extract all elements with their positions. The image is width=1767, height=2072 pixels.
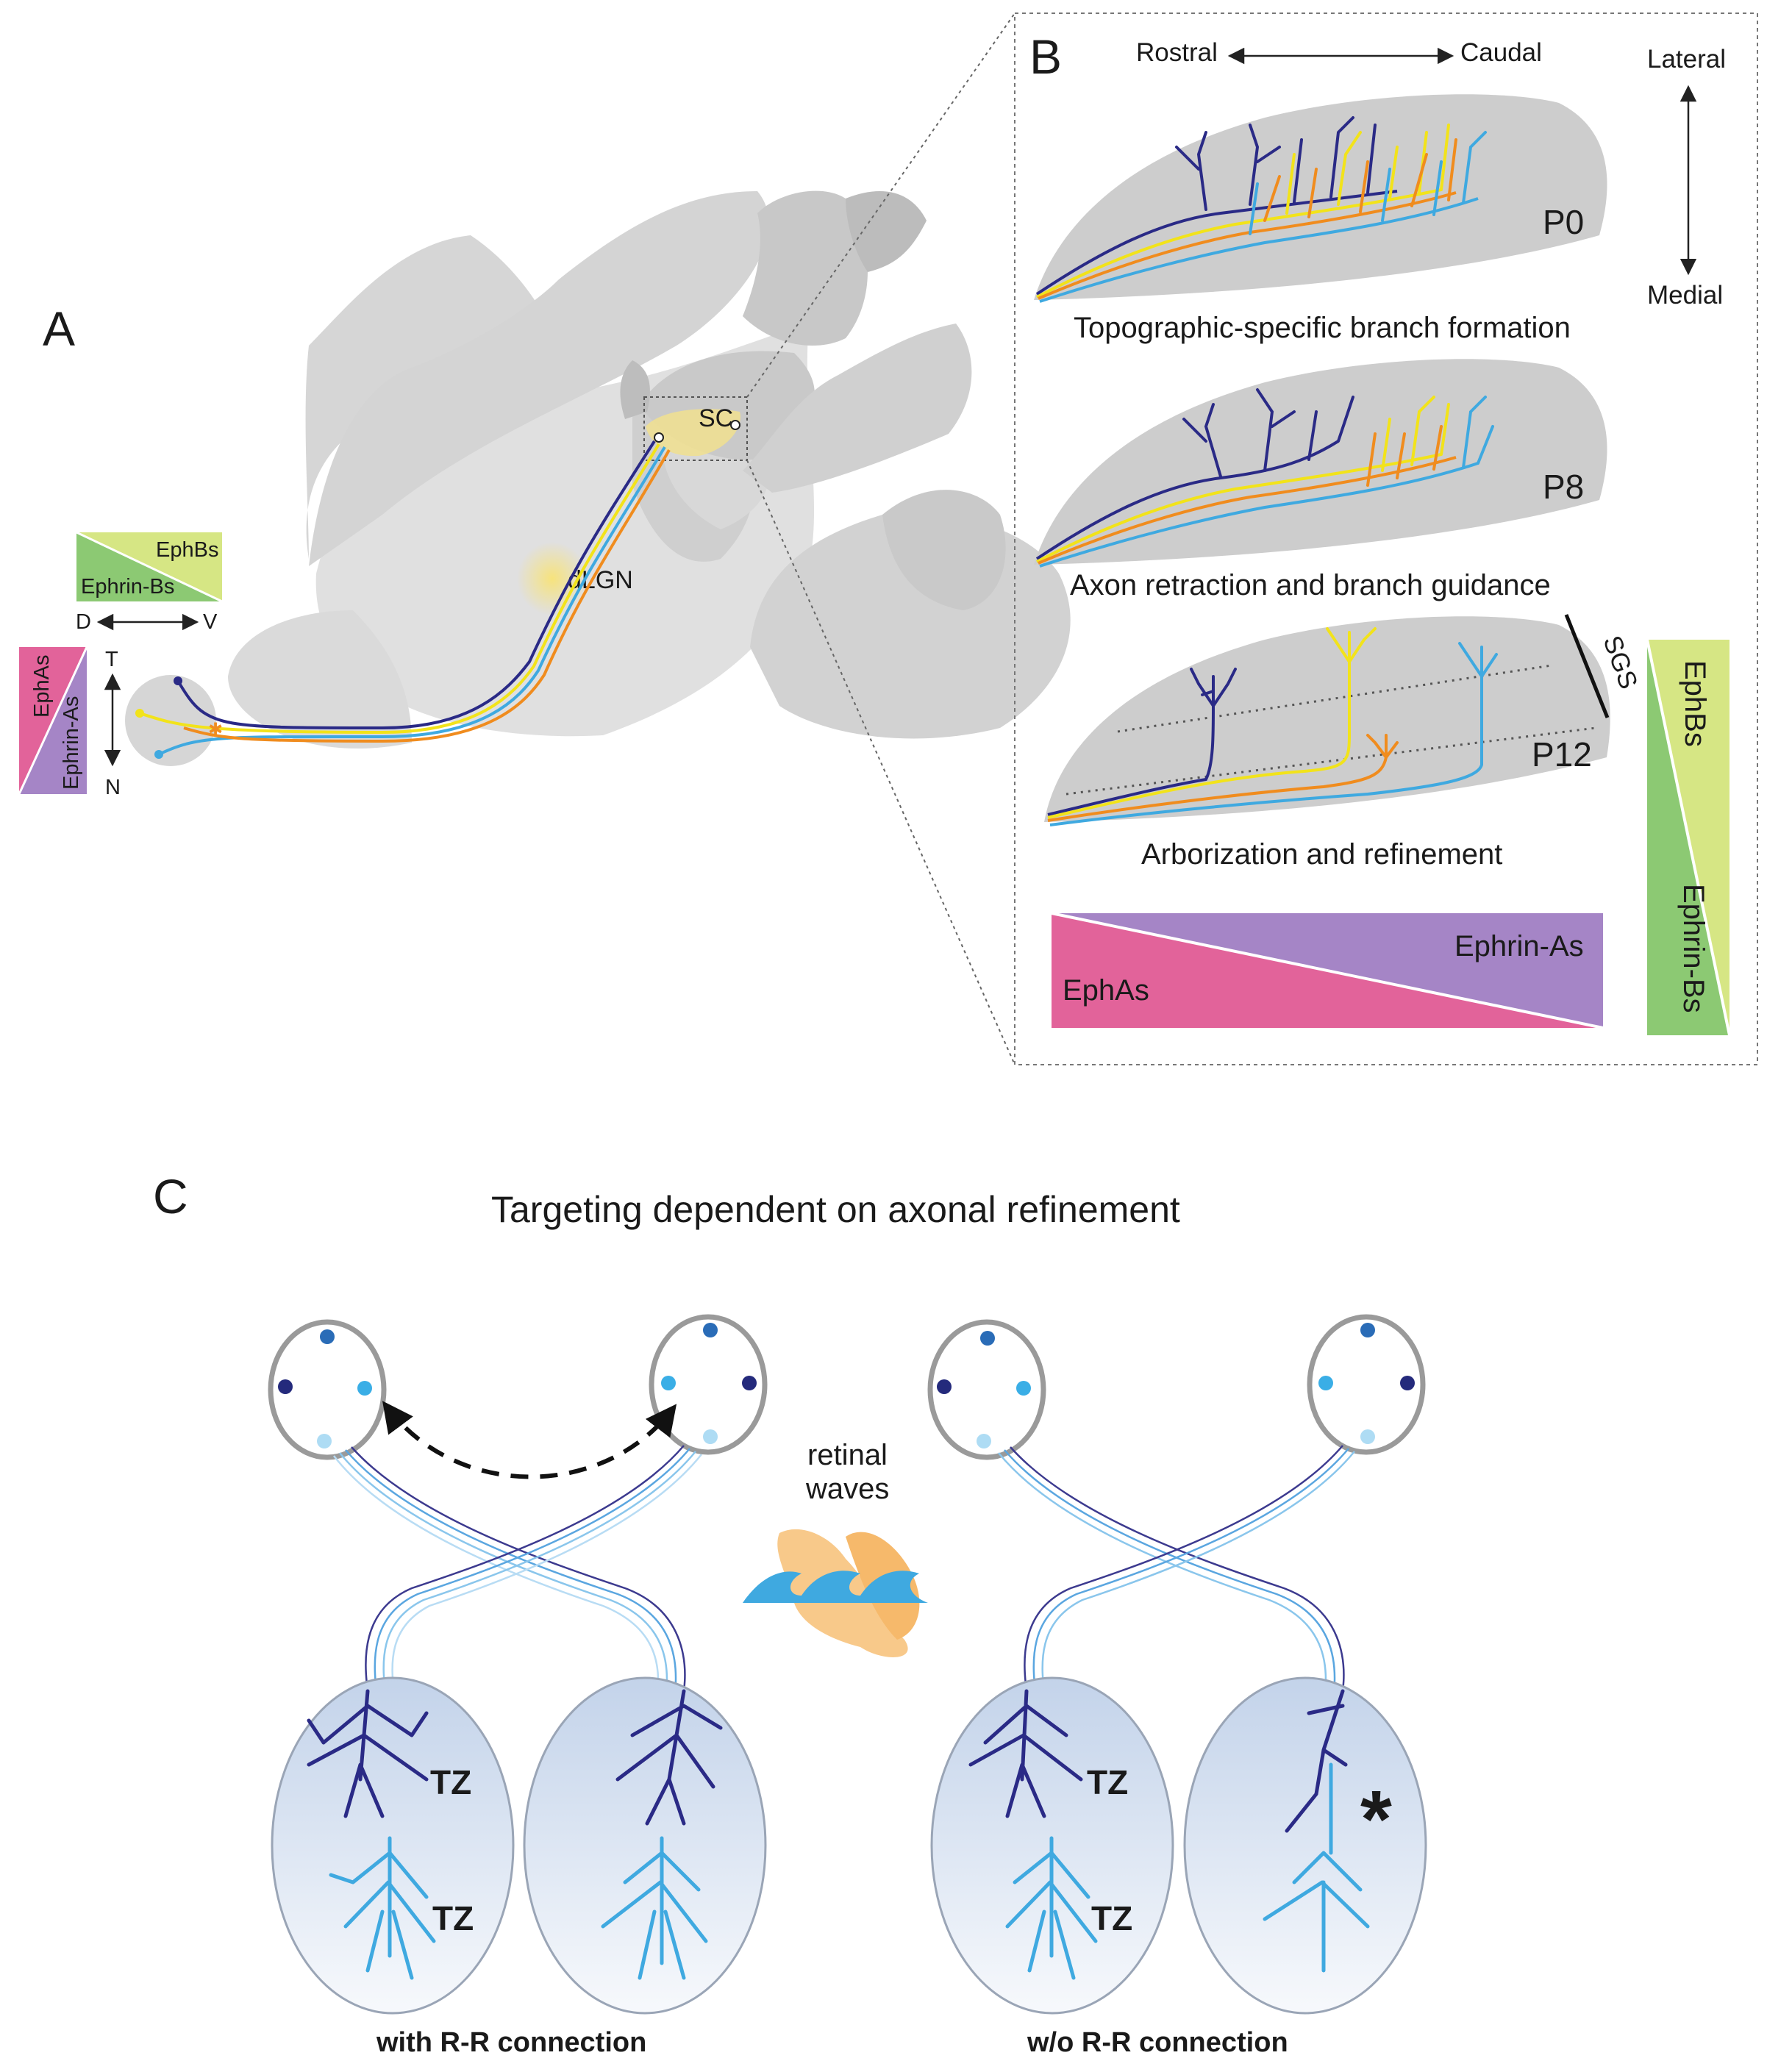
sc-inset-box [643, 396, 748, 461]
waves-label-1: retinal [807, 1439, 888, 1471]
waves-label-2: waves [805, 1473, 889, 1505]
sc-target-1 [654, 432, 664, 443]
sgs-bracket [1564, 614, 1610, 718]
stage-p12: SGS P12 Arborization and refinement [1044, 614, 1643, 871]
ephrinb-gradient-label: Ephrin-Bs [1677, 884, 1710, 1013]
stage-caption-p0: Topographic-specific branch formation [1074, 312, 1571, 344]
caudal-label: Caudal [1460, 38, 1542, 67]
panel-a-letter: A [43, 301, 75, 356]
axons-p12 [1047, 662, 1483, 826]
tz-label-1: TZ [430, 1763, 471, 1801]
t-label: T [105, 648, 118, 671]
retina-left-1 [268, 1319, 387, 1460]
optic-tract-axons [139, 440, 671, 756]
sc-lobe-2 [523, 1676, 767, 2015]
sc-lobe-1 [271, 1676, 515, 2015]
ephb-label: EphBs [156, 538, 218, 562]
d-label: D [76, 610, 91, 634]
ephb-gradient: EphBs Ephrin-Bs [1646, 639, 1731, 1036]
retinal-waves-icon [743, 1529, 928, 1657]
epha-label: EphAs [30, 655, 54, 718]
sc-tissue-p8 [1034, 359, 1607, 565]
epha-gradient-label: EphAs [1063, 974, 1149, 1007]
inset-connector-top [746, 12, 1015, 398]
v-label: V [203, 610, 218, 634]
arbors-lobe-1 [307, 1689, 436, 1980]
n-label: N [105, 776, 121, 799]
panel-c-title: Targeting dependent on axonal refinement [491, 1189, 1180, 1230]
arbors-lobe-3 [968, 1689, 1098, 1980]
rr-connection-arrow [382, 1401, 677, 1479]
panel-b-letter: B [1029, 29, 1062, 84]
sc-label: SC [699, 404, 733, 432]
stage-caption-p8: Axon retraction and branch guidance [1070, 569, 1551, 601]
stage-p0: P0 Topographic-specific branch formation [1034, 94, 1607, 344]
right-caption: w/o R-R connection [1027, 2027, 1288, 2058]
ephrina-label: Ephrin-As [60, 696, 83, 790]
sc-region [646, 409, 740, 457]
lateral-label: Lateral [1647, 45, 1726, 74]
sc-tissue-p0 [1034, 94, 1607, 301]
panel-a: A SC dLGN [18, 12, 1071, 1065]
eye-cell-nasal: ✱ [208, 720, 223, 740]
ephrina-gradient-label: Ephrin-As [1454, 930, 1584, 962]
retina-left-2 [649, 1314, 768, 1455]
stage-tag-p12: P12 [1532, 735, 1592, 774]
fibres-right [998, 1445, 1355, 1695]
stage-tag-p8: P8 [1543, 468, 1584, 506]
ephrinb-label: Ephrin-Bs [81, 575, 174, 599]
stage-tag-p0: P0 [1543, 203, 1584, 241]
ephb-gradient-label: EphBs [1679, 660, 1711, 747]
sc-tissue-p12 [1044, 616, 1610, 822]
eye-ball [125, 675, 216, 766]
rostral-label: Rostral [1136, 38, 1218, 67]
missing-target-asterisk: * [1360, 1774, 1392, 1865]
arbors-p12 [1190, 627, 1498, 759]
eye-cell-temporal [135, 709, 144, 718]
arbors-lobe-2 [601, 1689, 723, 1980]
tz-label-4: TZ [1091, 1899, 1132, 1937]
eye-cell-dorsal [174, 676, 182, 685]
stage-p8: P8 Axon retraction and branch guidance [1034, 359, 1607, 601]
panel-c: C Targeting dependent on axonal refineme… [153, 1169, 1427, 2058]
dlgn-region [517, 542, 588, 615]
branches-p0 [1175, 116, 1487, 235]
panel-b-frame [1014, 12, 1758, 1065]
tz-label-2: TZ [432, 1899, 474, 1937]
medial-label: Medial [1647, 281, 1723, 310]
retina-right-2 [1307, 1314, 1426, 1455]
left-caption: with R-R connection [376, 2027, 646, 2058]
epha-box: EphAs Ephrin-As [18, 646, 88, 795]
brain-silhouette [228, 190, 1071, 749]
inset-connector-bottom [746, 460, 1015, 1065]
stage-caption-p12: Arborization and refinement [1141, 838, 1502, 871]
branches-p8 [1182, 388, 1494, 487]
retina-right-1 [927, 1319, 1046, 1460]
sgs-boundary-bottom [1065, 726, 1596, 796]
tz-label-3: TZ [1087, 1763, 1128, 1801]
panel-c-letter: C [153, 1169, 188, 1223]
fibres-left [333, 1445, 702, 1696]
axons-p8 [1035, 440, 1479, 568]
arbors-lobe-4 [1263, 1689, 1370, 1973]
epha-gradient: Ephrin-As EphAs [1051, 912, 1604, 1029]
panel-b: B Rostral Caudal Lateral Medial P0 Topog… [1014, 12, 1758, 1065]
sc-target-2 [730, 420, 740, 430]
ephb-box: EphBs Ephrin-Bs [76, 531, 223, 603]
eye-cell-ventral [154, 750, 163, 759]
sc-lobe-4 [1183, 1676, 1427, 2015]
